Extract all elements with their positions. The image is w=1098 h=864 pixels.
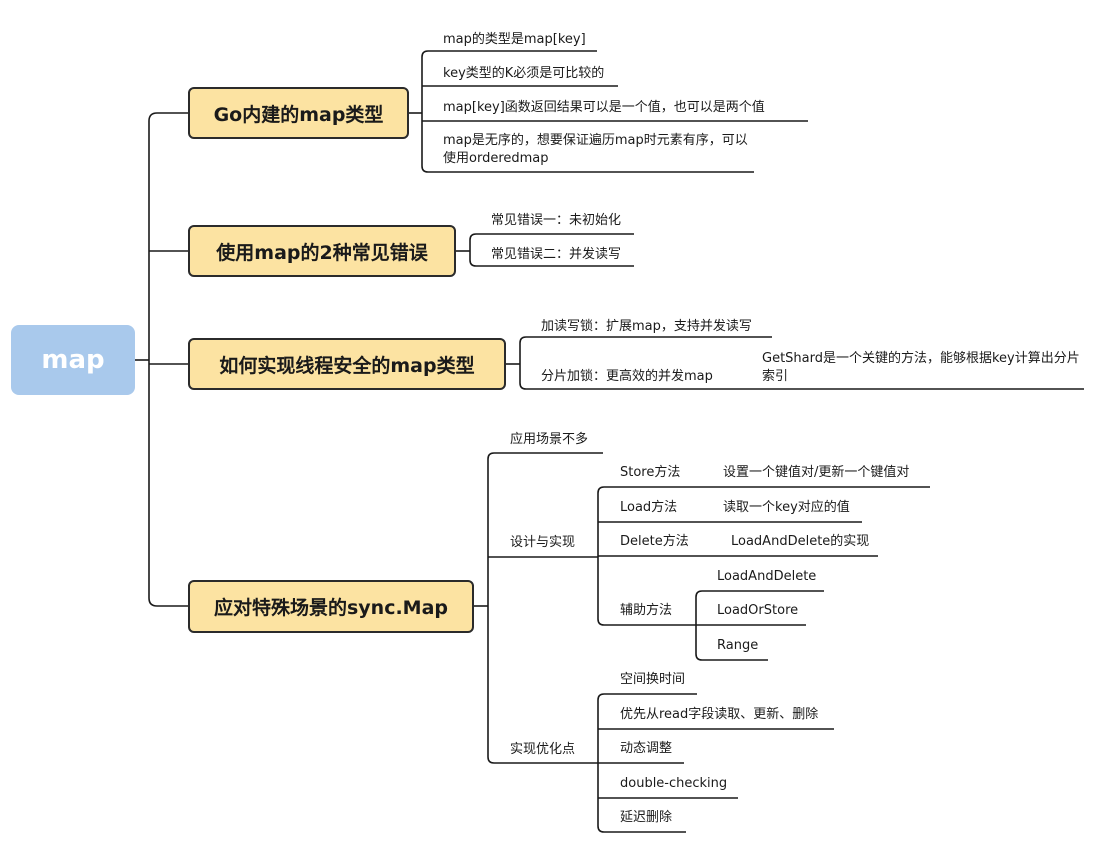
leaf-delete-detail: LoadAndDelete的实现 [731,534,870,549]
leaf-helper-methods: 辅助方法 [620,603,673,618]
leaf-delete-method: Delete方法 [620,534,689,549]
leaf-rwlock: 加读写锁：扩展map，支持并发读写 [541,319,752,334]
leaf-design-impl: 设计与实现 [510,535,576,550]
leaf-map-type: map的类型是map[key] [443,32,586,47]
leaf-space-for-time: 空间换时间 [620,672,686,687]
connector-topic1-bracket [421,50,429,173]
root-node-map: map [11,325,135,395]
leaf-error-uninitialized: 常见错误一：未初始化 [491,213,622,228]
connector-topic4-bracket [487,452,495,764]
leaf-getshard-detail: GetShard是一个关键的方法，能够根据key计算出分片索引 [762,351,1080,384]
leaf-range: Range [717,638,759,653]
leaf-store-detail: 设置一个键值对/更新一个键值对 [723,465,910,480]
leaf-dynamic-adjust: 动态调整 [620,741,673,756]
topic-sync-map: 应对特殊场景的sync.Map [188,580,474,633]
leaf-loadorstore: LoadOrStore [717,603,799,618]
leaf-loadanddelete: LoadAndDelete [717,569,817,584]
leaf-optimizations: 实现优化点 [510,742,576,757]
topic-common-errors: 使用map的2种常见错误 [188,225,456,277]
topic-thread-safe-map: 如何实现线程安全的map类型 [188,338,506,390]
leaf-key-comparable: key类型的K必须是可比较的 [443,66,605,81]
leaf-store-method: Store方法 [620,465,681,480]
leaf-lazy-delete: 延迟删除 [620,810,673,825]
leaf-sharded-lock: 分片加锁：更高效的并发map [541,369,713,384]
leaf-few-use-cases: 应用场景不多 [510,432,589,447]
connector-topic2-bracket [469,233,477,267]
leaf-error-concurrent-rw: 常见错误二：并发读写 [491,247,622,262]
connector-topic3-bracket [519,336,527,390]
leaf-load-detail: 读取一个key对应的值 [723,500,850,515]
leaf-load-method: Load方法 [620,500,678,515]
topic-builtin-map: Go内建的map类型 [188,87,409,139]
leaf-double-checking: double-checking [620,776,728,791]
connector-trunk [148,112,188,607]
leaf-read-first: 优先从read字段读取、更新、删除 [620,707,819,722]
leaf-return-values: map[key]函数返回结果可以是一个值，也可以是两个值 [443,100,765,115]
leaf-unordered-map: map是无序的，想要保证遍历map时元素有序，可以使用orderedmap [443,133,748,166]
